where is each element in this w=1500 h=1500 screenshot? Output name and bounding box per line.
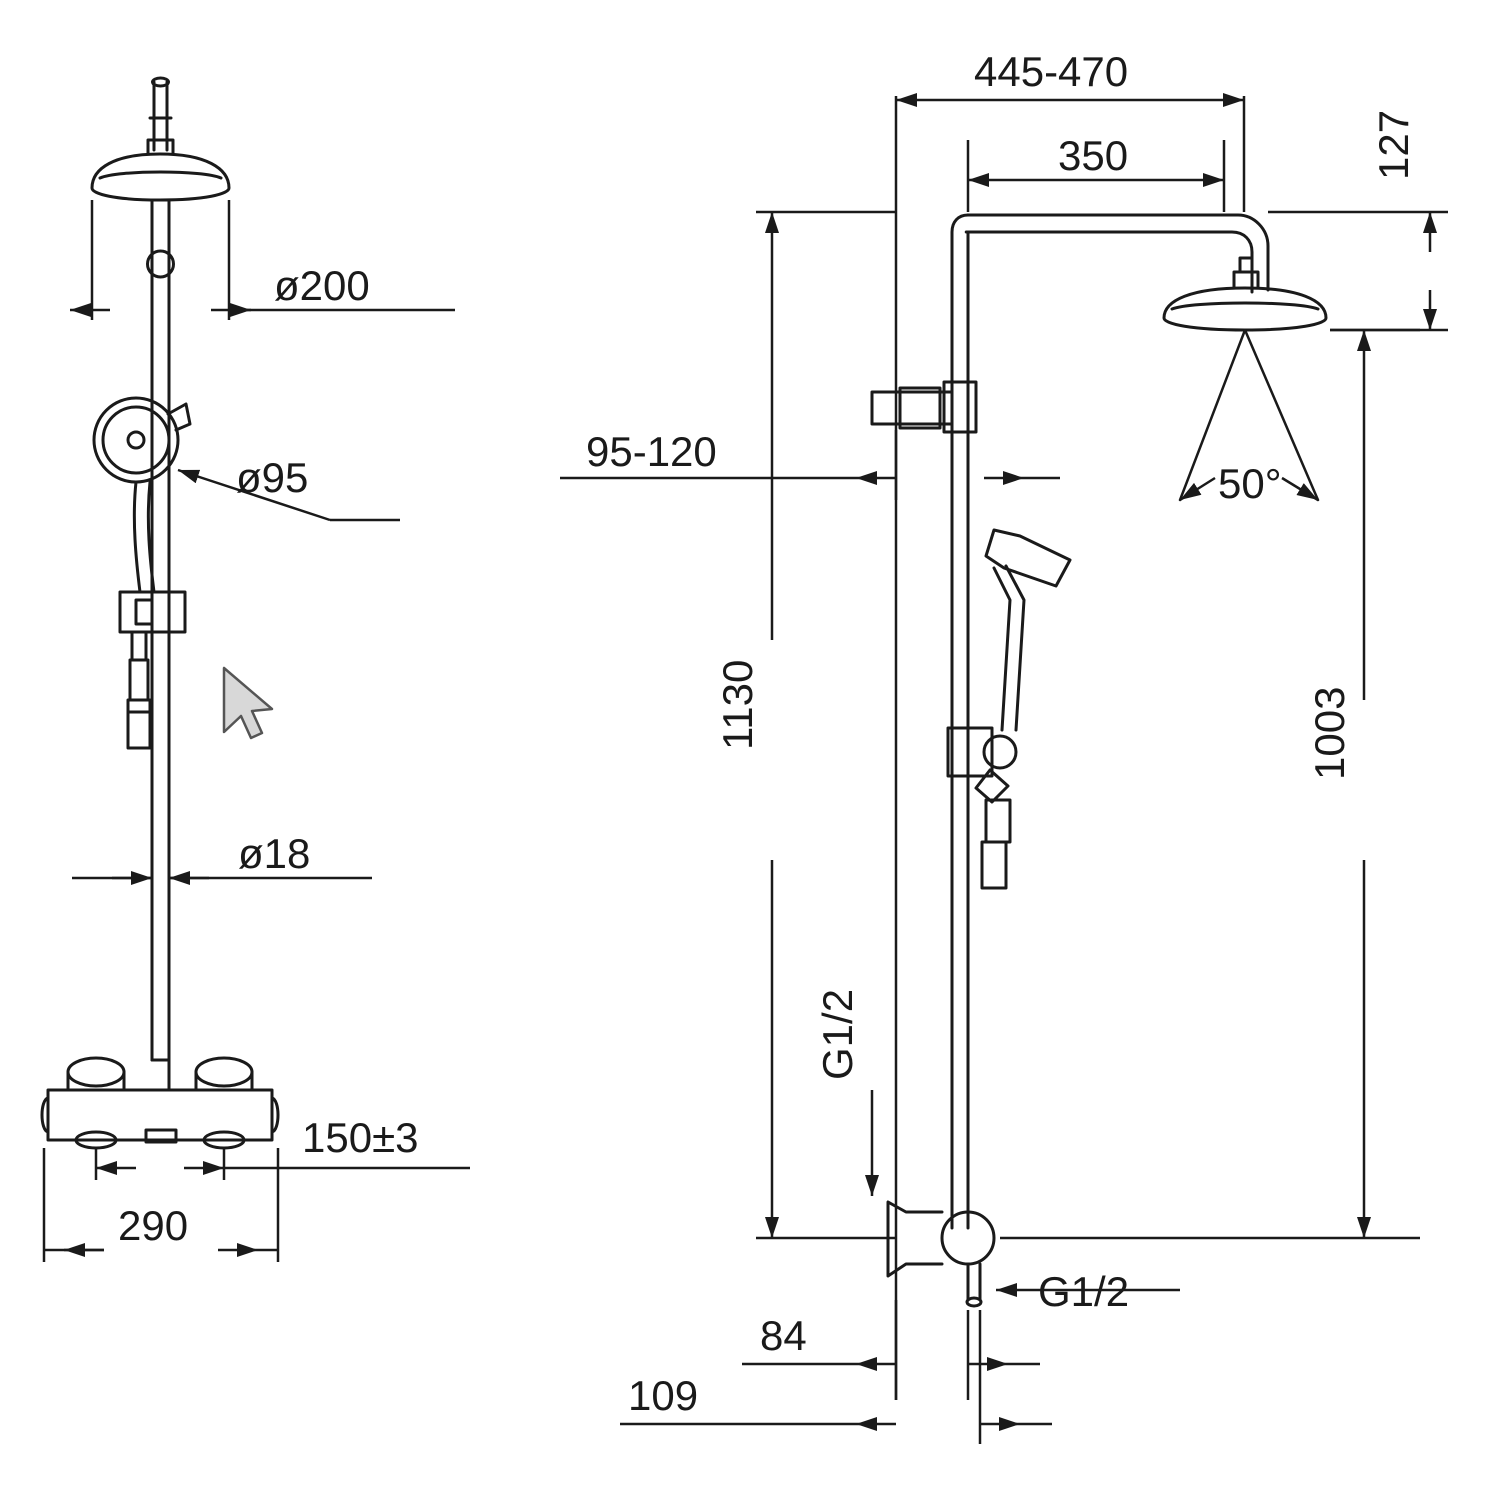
front-view-geometry: [40, 76, 280, 1150]
mouse-pointer-icon: [222, 666, 274, 740]
label-rail-diameter: ø18: [238, 830, 310, 877]
label-depth-84: 84: [760, 1312, 807, 1359]
label-arm-reach: 350: [1058, 132, 1128, 179]
label-head-height: 127: [1370, 110, 1417, 180]
label-head-diameter: ø200: [274, 262, 370, 309]
label-inlet-thread-top: G1/2: [814, 989, 861, 1080]
label-arm-total: 445-470: [974, 48, 1128, 95]
dimension-labels: ø200 ø95 ø18 150±3 290 445-470 350 127 9…: [118, 48, 1417, 1419]
label-rail-height: 1130: [714, 660, 761, 750]
label-depth-109: 109: [628, 1372, 698, 1419]
label-handle-offset: 95-120: [586, 428, 717, 475]
label-body-width: 290: [118, 1202, 188, 1249]
label-outlet-spacing: 150±3: [302, 1114, 418, 1161]
side-dimension-lines: [560, 93, 1448, 1444]
label-inlet-thread-bottom: G1/2: [1038, 1268, 1129, 1315]
label-head-height-total: 1003: [1306, 687, 1353, 780]
label-valve-diameter: ø95: [236, 454, 308, 501]
label-spray-angle: 50°: [1218, 460, 1282, 507]
side-view-geometry: [870, 213, 1328, 1308]
front-dimension-lines: [42, 200, 470, 1262]
